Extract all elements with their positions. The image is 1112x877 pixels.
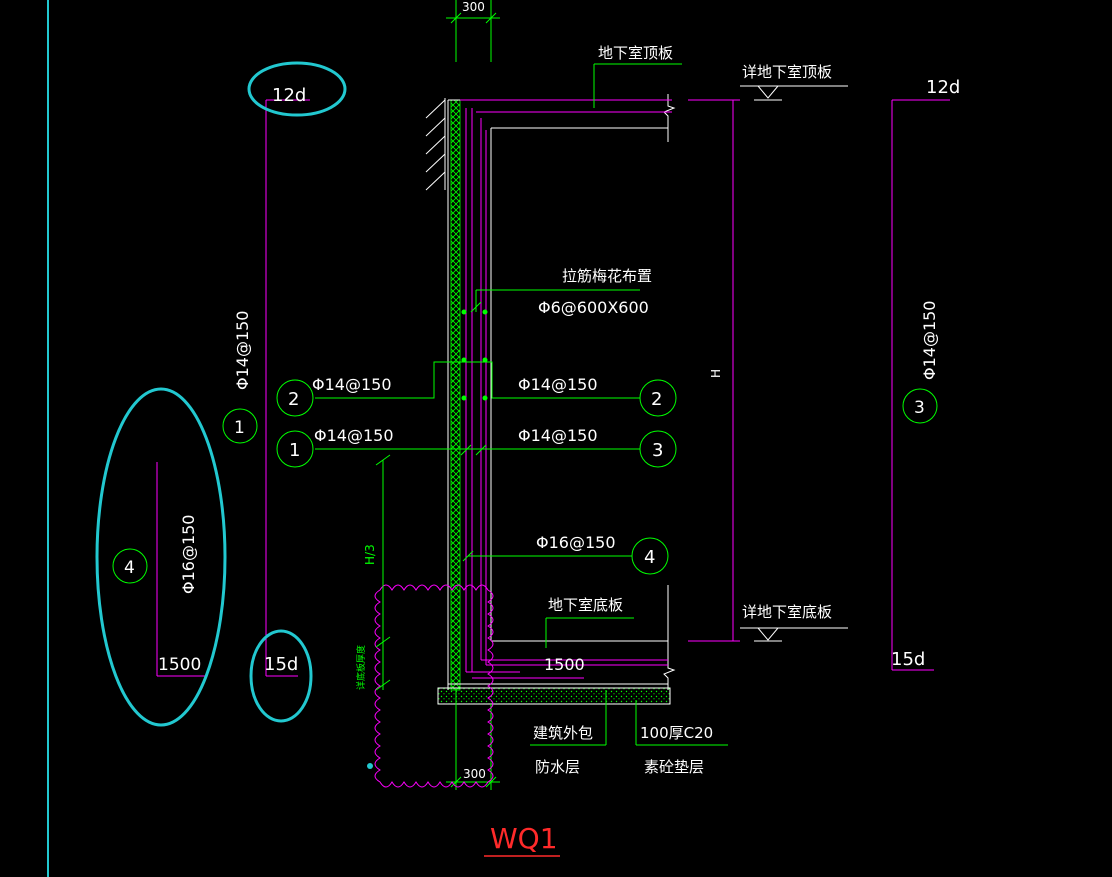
detail-bar4: Φ16@150 4 1500 (112, 462, 206, 677)
bar-number-text: 2 (288, 389, 299, 410)
detail-bar1: Φ14@150 1 12d 15d (222, 85, 310, 677)
floor-slab-detail-text: 详地下室底板 (742, 603, 832, 621)
detail1-num-text: 1 (234, 418, 245, 438)
bottom-right-callout-text: 15d (891, 649, 925, 670)
detail4-spec-text: Φ16@150 (179, 515, 198, 595)
h3-dimension: H/3 详底板厚度 (355, 454, 391, 691)
bar-number-circle (631, 537, 669, 575)
highlight-15d (249, 629, 313, 723)
waterproof-note: 建筑外包 防水层 (530, 690, 607, 776)
highlight-bar4 (95, 387, 227, 727)
bar-number-circle (222, 408, 258, 444)
floor-slab-detail: 详地下室底板 (740, 603, 848, 642)
roof-slab-leader: 地下室顶板 (593, 44, 682, 108)
right-bar-row3: 4 Φ16@150 (536, 533, 669, 575)
bar-number-text: 2 (651, 389, 662, 410)
bar-spec-text: Φ14@150 (312, 375, 392, 394)
cushion-line2-text: 素砼垫层 (644, 758, 704, 776)
bottom-width-text: 300 (463, 767, 486, 781)
floor-slab-text: 地下室底板 (548, 596, 623, 614)
detail3-num-text: 3 (914, 398, 925, 418)
top-width-text: 300 (462, 0, 485, 14)
floor-slab-leader: 地下室底板 (545, 596, 634, 648)
roof-slab-detail-text: 详地下室顶板 (742, 63, 832, 81)
h3-text: H/3 (363, 544, 377, 565)
foundation: 300 (437, 683, 671, 790)
top-dimension: 300 (446, 0, 500, 62)
wall-rebar (460, 99, 672, 679)
detail3-spec-text: Φ14@150 (920, 301, 939, 381)
roof-slab-text: 地下室顶板 (598, 44, 673, 62)
bar4-length-text: 1500 (158, 655, 201, 675)
cloud-grip-point (367, 763, 373, 769)
tie-bar-note-text: 拉筋梅花布置 (562, 267, 652, 285)
bar-number-circle (639, 430, 677, 468)
section-title: WQ1 (484, 822, 560, 857)
bar-number-circle (902, 388, 938, 424)
bottom-bend-length-text: 1500 (544, 655, 585, 674)
bar-number-text: 3 (652, 440, 663, 461)
bar-number-circle (639, 379, 677, 417)
highlight-12d (247, 61, 347, 117)
bar-number-circle (112, 548, 148, 584)
left-bar-row1: 2 Φ14@150 (276, 375, 392, 417)
tie-bar-spec-text: Φ6@600X600 (538, 298, 649, 317)
bar-number-text: 1 (289, 440, 300, 461)
waterproof-line1-text: 建筑外包 (533, 724, 593, 742)
soil-hatch (425, 98, 446, 191)
right-bar-row2: 3 Φ14@150 (518, 426, 677, 468)
roof-slab-detail: 详地下室顶板 (740, 63, 848, 101)
right-bar-row1: 2 Φ14@150 (518, 375, 677, 417)
detail-bar3: 12d 15d Φ14@150 3 (891, 77, 960, 671)
detail1-spec-text: Φ14@150 (233, 311, 252, 391)
bottom-left-callout-text: 15d (264, 654, 298, 675)
side-note-text: 详底板厚度 (355, 645, 367, 690)
title-text: WQ1 (490, 822, 558, 855)
top-right-callout-text: 12d (926, 77, 960, 98)
waterproof-line2-text: 防水层 (535, 758, 580, 776)
detail4-num-text: 4 (124, 558, 135, 578)
bar-spec-text: Φ14@150 (518, 375, 598, 394)
wall-bar-dots (461, 357, 488, 401)
left-bar-row2: 1 Φ14@150 (276, 426, 394, 468)
cushion-line1-text: 100厚C20 (640, 724, 713, 742)
h-dimension: H (688, 99, 740, 642)
bar-spec-text: Φ14@150 (314, 426, 394, 445)
bar-number-circle (276, 430, 314, 468)
bar-spec-text: Φ14@150 (518, 426, 598, 445)
bar-number-circle (276, 379, 314, 417)
bar-number-text: 4 (644, 547, 655, 568)
top-left-callout-text: 12d (272, 85, 306, 106)
bar-spec-text: Φ16@150 (536, 533, 616, 552)
h-text: H (709, 369, 723, 378)
cushion-note: 100厚C20 素砼垫层 (635, 700, 728, 776)
revision-cloud (374, 584, 494, 788)
tie-bar-leader: 拉筋梅花布置 Φ6@600X600 (461, 267, 652, 317)
